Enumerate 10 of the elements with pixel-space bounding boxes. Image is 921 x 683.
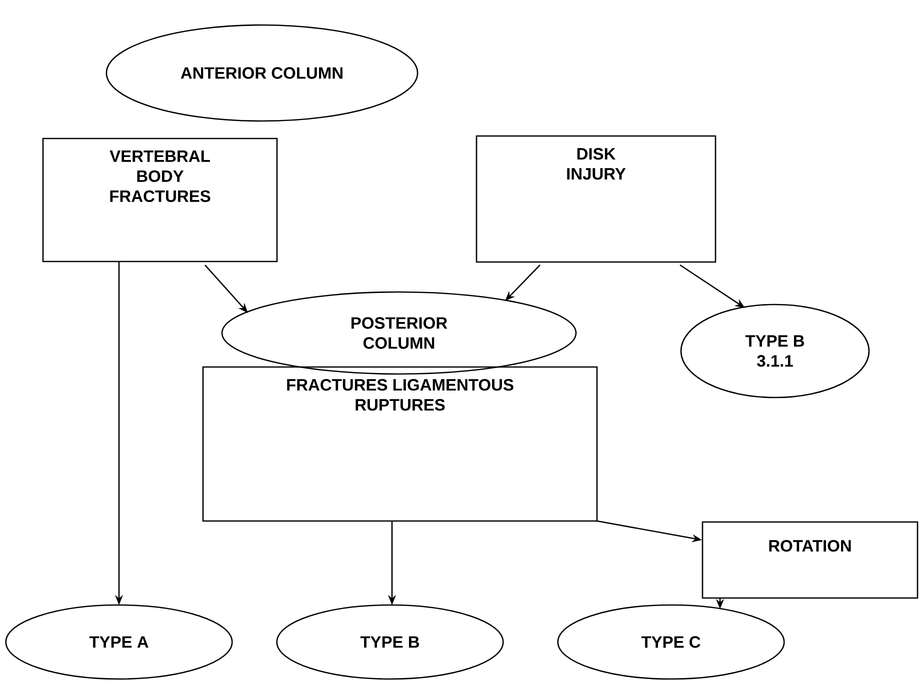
text-box: VERTEBRAL BODY FRACTURES [42,138,278,262]
text-box: DISK INJURY [476,135,716,263]
ellipse-node: TYPE B [276,604,504,680]
ellipse-node: ANTERIOR COLUMN [106,24,418,122]
text-box: ROTATION [702,521,918,599]
text-box: FRACTURES LIGAMENTOUS RUPTURES [202,366,598,522]
ellipse-node: POSTERIOR COLUMN [221,291,577,375]
ellipse-node: TYPE B 3.1.1 [680,304,870,398]
ellipse-node: TYPE A [5,604,233,680]
ellipse-node: TYPE C [557,604,785,680]
